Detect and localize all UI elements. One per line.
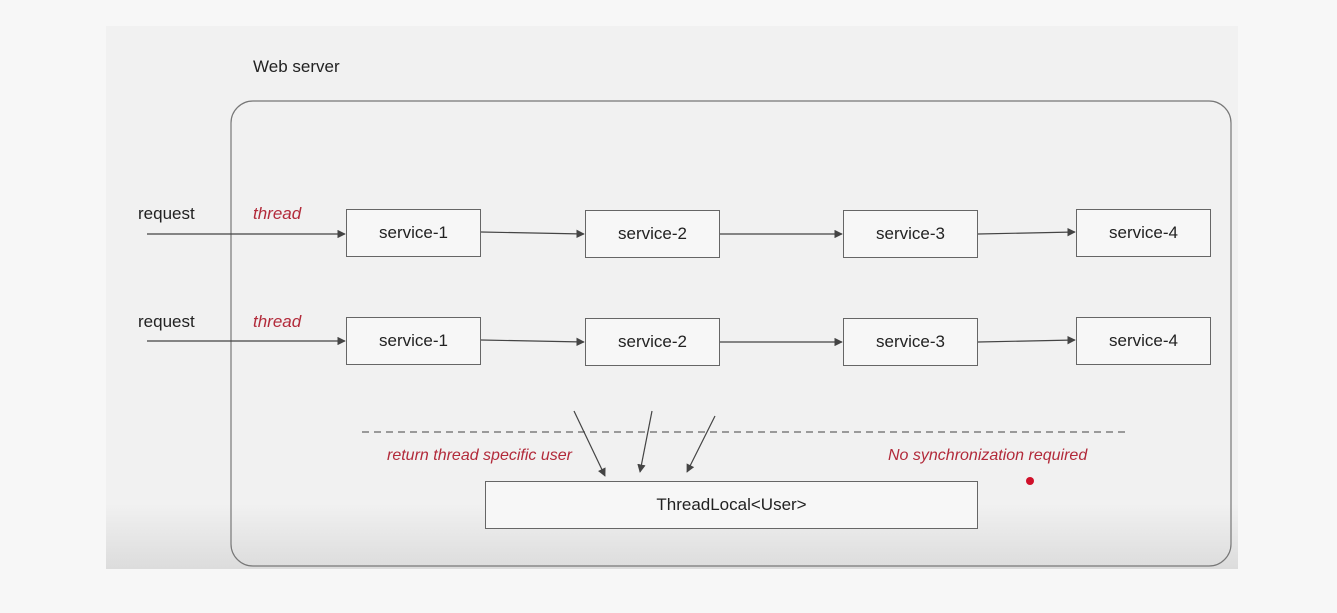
row2-service-2-box: service-2	[585, 318, 720, 366]
row1-service-2-box: service-2	[585, 210, 720, 258]
diagram-title: Web server	[253, 57, 340, 76]
row2-thread-label: thread	[253, 312, 302, 331]
row1-service-1-box: service-1	[346, 209, 481, 257]
row1-arrow-1-2	[480, 229, 585, 239]
threadlocal-arrow-right	[686, 415, 716, 473]
pointer-dot	[1026, 477, 1034, 485]
note-no-synchronization-required: No synchronization required	[888, 447, 1088, 464]
row1-arrow-3-4	[977, 227, 1076, 237]
threadlocal-arrow-left	[573, 410, 606, 477]
row2-service-4-box: service-4	[1076, 317, 1211, 365]
row1-thread-label: thread	[253, 204, 302, 223]
note-return-thread-specific-user: return thread specific user	[387, 447, 572, 464]
row2-service-3-box: service-3	[843, 318, 978, 366]
threadlocal-arrow-middle	[637, 410, 653, 473]
web-server-container	[230, 100, 1232, 567]
row1-service-3-box: service-3	[843, 210, 978, 258]
threadlocal-box: ThreadLocal<User>	[485, 481, 978, 529]
row2-arrow-3-4	[977, 335, 1076, 345]
row2-arrow-1-2	[480, 337, 585, 347]
row1-request-label: request	[138, 204, 195, 223]
row1-service-4-box: service-4	[1076, 209, 1211, 257]
slide-background	[106, 26, 1238, 569]
row2-service-1-box: service-1	[346, 317, 481, 365]
row2-request-label: request	[138, 312, 195, 331]
